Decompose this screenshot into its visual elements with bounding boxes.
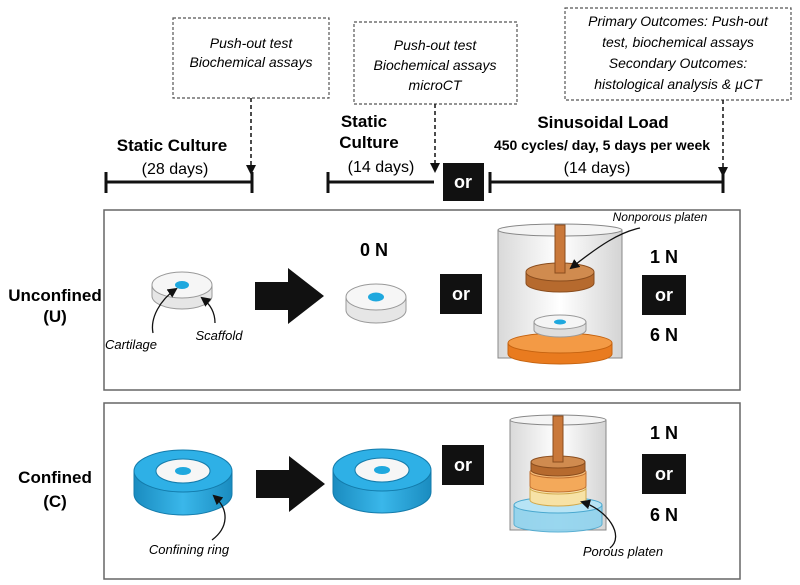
unconfined-disc-result bbox=[345, 283, 407, 324]
porous-platen-pointer bbox=[580, 499, 617, 549]
cartilage-plug bbox=[175, 281, 189, 289]
static-culture-2-duration: (14 days) bbox=[348, 159, 415, 176]
callout-text: microCT bbox=[409, 77, 463, 93]
or-text: or bbox=[454, 172, 472, 192]
static-culture-duration: (28 days) bbox=[142, 161, 209, 178]
callout-text: Primary Outcomes: Push-out bbox=[588, 13, 769, 29]
callout-box bbox=[564, 7, 792, 101]
confined-ring-result bbox=[332, 448, 432, 514]
load-6n-label: 6 N bbox=[650, 325, 678, 345]
static-culture-label: Static Culture bbox=[117, 136, 228, 155]
unconfined-or-box: or bbox=[440, 274, 482, 314]
process-arrow bbox=[256, 456, 325, 512]
or-text: or bbox=[655, 285, 673, 305]
or-text: or bbox=[454, 455, 472, 475]
confining-ring-assembly bbox=[133, 449, 233, 516]
static-culture-2-label: Culture bbox=[339, 133, 399, 152]
callout-text: Biochemical assays bbox=[190, 54, 313, 70]
row-label-confined: Confined bbox=[18, 468, 92, 487]
timeline-bar-static-28 bbox=[104, 172, 254, 193]
callout-first: Push-out test Biochemical assays bbox=[172, 17, 330, 99]
callout-text: Secondary Outcomes: bbox=[609, 55, 748, 71]
callout-text: Biochemical assays bbox=[374, 57, 497, 73]
load-1n-label: 1 N bbox=[650, 247, 678, 267]
timeline-bar-static-14 bbox=[326, 172, 434, 193]
scaffold-label: Scaffold bbox=[196, 328, 244, 343]
unconfined-load-or-box: or bbox=[642, 275, 686, 315]
row-label-unconfined-code: (U) bbox=[43, 307, 67, 326]
callout-second: Push-out test Biochemical assays microCT bbox=[353, 21, 518, 105]
confined-load-or-box: or bbox=[642, 454, 686, 494]
callout-box bbox=[172, 17, 330, 99]
nonporous-platen-pointer bbox=[569, 227, 641, 270]
process-arrow bbox=[255, 268, 324, 324]
callout-third: Primary Outcomes: Push-out test, biochem… bbox=[564, 7, 792, 101]
scaffold-pointer bbox=[200, 296, 216, 324]
cartilage-pointer bbox=[151, 287, 178, 334]
confining-ring-pointer bbox=[211, 494, 226, 541]
load-1n-label: 1 N bbox=[650, 423, 678, 443]
confined-or-box: or bbox=[442, 445, 484, 485]
static-culture-2-label: Static bbox=[341, 112, 387, 131]
confining-ring-label: Confining ring bbox=[149, 542, 230, 557]
callout-box bbox=[353, 21, 518, 105]
sinusoidal-load-label: Sinusoidal Load bbox=[537, 113, 668, 132]
nonporous-platen-label: Nonporous platen bbox=[613, 210, 708, 224]
unconfined-loading-chamber bbox=[497, 223, 623, 365]
porous-platen-label: Porous platen bbox=[583, 544, 663, 559]
callout-text: Push-out test bbox=[394, 37, 478, 53]
or-text: or bbox=[655, 464, 673, 484]
row-label-unconfined: Unconfined bbox=[8, 286, 102, 305]
confined-loading-chamber bbox=[509, 414, 607, 533]
load-6n-label: 6 N bbox=[650, 505, 678, 525]
zero-load-label: 0 N bbox=[360, 240, 388, 260]
timeline-bar-sinusoidal bbox=[488, 172, 725, 193]
callout-text: histological analysis & µCT bbox=[594, 76, 763, 92]
timeline-or-box: or bbox=[443, 163, 484, 201]
callout-text: Push-out test bbox=[210, 35, 294, 51]
sinusoidal-duration: (14 days) bbox=[564, 160, 631, 177]
or-text: or bbox=[452, 284, 470, 304]
callout-text: test, biochemical assays bbox=[602, 34, 754, 50]
sinusoidal-detail: 450 cycles/ day, 5 days per week bbox=[494, 137, 710, 153]
row-label-confined-code: (C) bbox=[43, 492, 67, 511]
cartilage-label: Cartilage bbox=[105, 337, 157, 352]
